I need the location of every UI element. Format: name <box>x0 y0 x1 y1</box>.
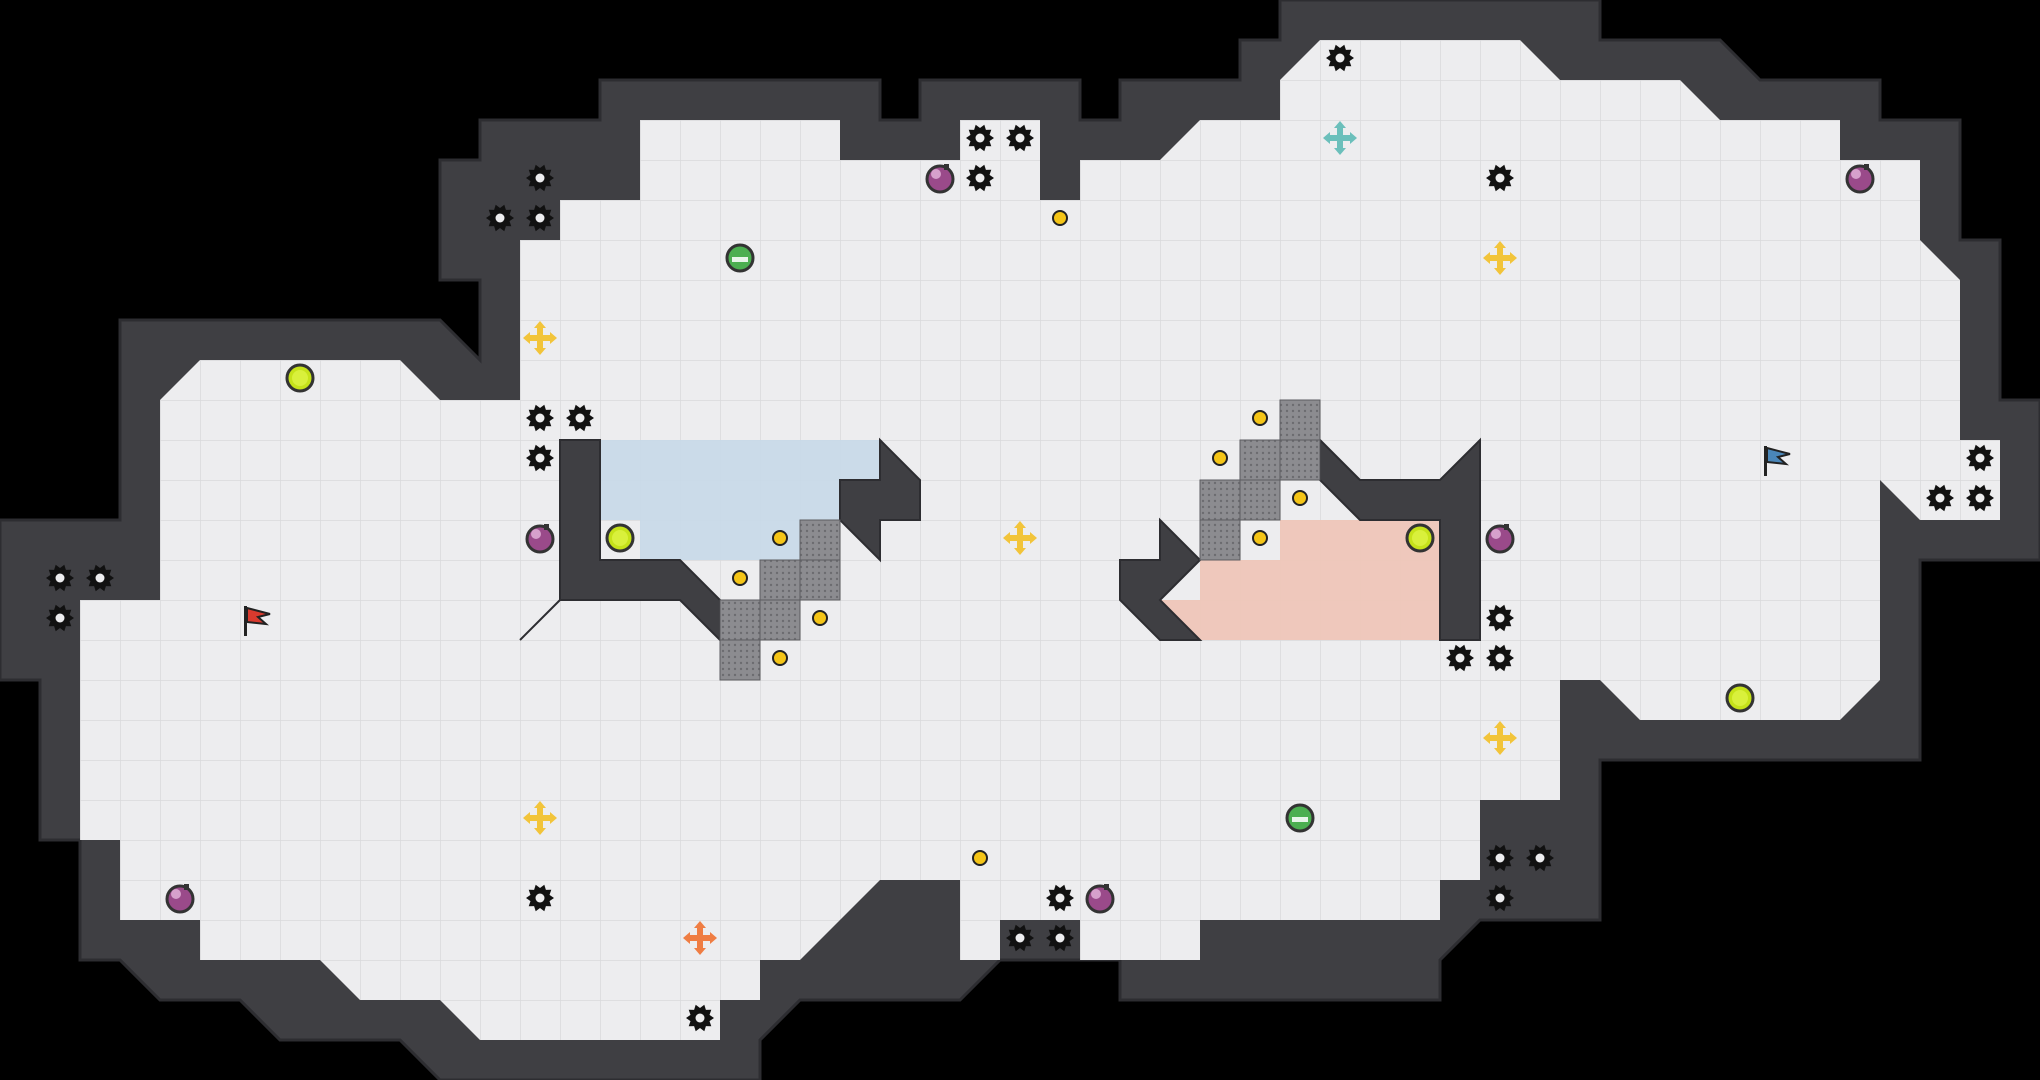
ice-zone <box>600 440 880 560</box>
grate-blocks <box>719 399 1321 681</box>
inner-walls <box>519 437 1481 643</box>
floor-area <box>80 40 2000 1040</box>
